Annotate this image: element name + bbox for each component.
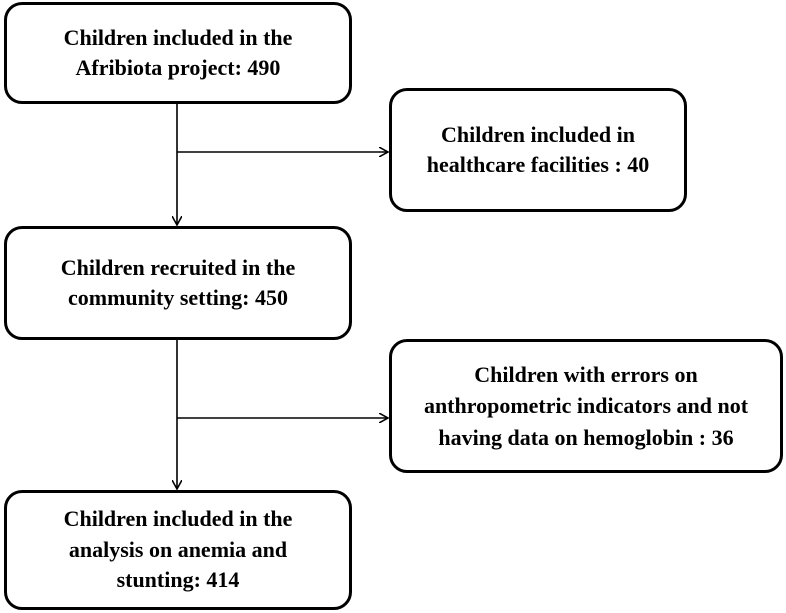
box-enrolled-children: Children included in the Afribiota proje… [4, 2, 352, 104]
box-excluded-label: Children with errors on anthropometric i… [423, 362, 749, 450]
box-enrolled-label: Children included in the Afribiota proje… [63, 24, 293, 80]
box-analysis-label: Children included in the analysis on ane… [63, 506, 293, 593]
box-excluded-children: Children with errors on anthropometric i… [389, 339, 783, 473]
box-healthcare-facility-children: Children included in healthcare faciliti… [389, 88, 687, 212]
box-community-label: Children recruited in the community sett… [60, 254, 296, 310]
box-analysis-children: Children included in the analysis on ane… [4, 490, 352, 610]
box-facility-label: Children included in healthcare faciliti… [426, 121, 650, 177]
box-community-children: Children recruited in the community sett… [4, 226, 352, 340]
